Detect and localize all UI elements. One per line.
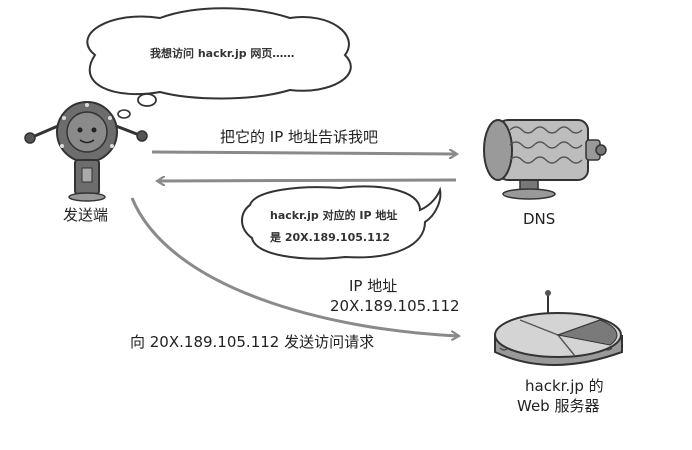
arrow-client-to-dns xyxy=(151,152,456,154)
dns-reply-line1: hackr.jp 对应的 IP 地址 xyxy=(270,209,398,222)
dns-reply-bubble xyxy=(241,185,442,260)
dns-server-icon xyxy=(483,119,607,200)
client-thought-text: 我想访问 hackr.jp 网页…… xyxy=(150,47,295,60)
web-server-icon xyxy=(494,290,623,366)
arrow-dns-to-client xyxy=(158,180,457,181)
server-label-line1: hackr.jp 的 xyxy=(525,377,604,395)
request-to-server-label: 向 20X.189.105.112 发送访问请求 xyxy=(130,333,375,351)
dns-label: DNS xyxy=(523,210,556,228)
ip-address-value: 20X.189.105.112 xyxy=(330,297,460,315)
client-thought-bubble xyxy=(86,7,352,119)
request-to-dns-label: 把它的 IP 地址告诉我吧 xyxy=(220,128,379,146)
ip-address-label: IP 地址 xyxy=(349,277,398,295)
arrow-client-to-server xyxy=(130,197,458,336)
server-label-line2: Web 服务器 xyxy=(517,397,600,415)
client-label: 发送端 xyxy=(63,206,109,224)
client-robot-icon xyxy=(24,101,148,202)
dns-reply-line2: 是 20X.189.105.112 xyxy=(270,231,391,244)
